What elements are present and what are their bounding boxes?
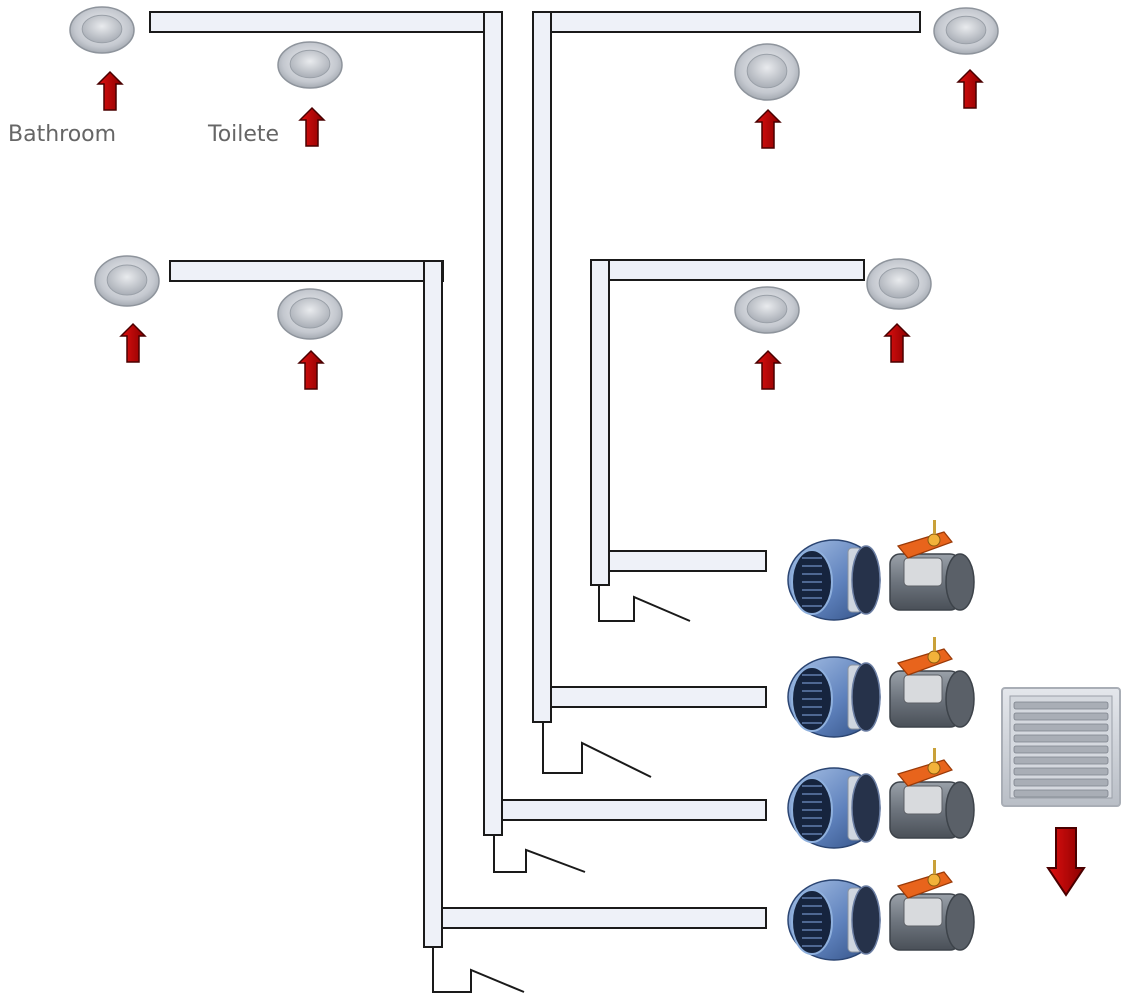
ceiling-vent-icon — [866, 258, 932, 310]
ceiling-vent-icon — [277, 288, 343, 340]
backdraft-flap-icon — [493, 835, 586, 873]
motorized-damper-icon — [889, 520, 975, 611]
up-arrow-icon — [754, 349, 782, 390]
airflow-arrows — [96, 68, 984, 390]
motorized-damper-icon — [889, 860, 975, 951]
up-arrow-icon — [96, 70, 124, 111]
ceiling-vents — [69, 6, 999, 340]
down-arrow-icon — [1046, 827, 1086, 897]
toilet-label: Toilete — [207, 122, 279, 147]
up-arrow-icon — [297, 349, 325, 390]
duct-b-horizontal — [550, 11, 921, 33]
backdraft-flaps — [432, 586, 691, 993]
inline-duct-fan-icon — [787, 656, 881, 738]
up-arrow-icon — [119, 322, 147, 363]
duct-d-outlet — [608, 550, 767, 572]
motorized-damper-icon — [889, 637, 975, 728]
ceiling-vent-icon — [94, 255, 160, 307]
duct-c-vertical — [423, 260, 443, 948]
duct-b-outlet — [550, 686, 767, 708]
duct-d-vertical — [590, 259, 610, 586]
ceiling-vent-icon — [69, 6, 135, 54]
bathroom-label: Bathroom — [8, 122, 116, 147]
up-arrow-icon — [956, 68, 984, 109]
exhaust-louver-icon — [1001, 687, 1121, 807]
duct-a-vertical — [483, 11, 503, 836]
duct-c-horizontal — [169, 260, 444, 282]
up-arrow-icon — [883, 322, 911, 363]
inline-duct-fan-icon — [787, 539, 881, 621]
up-arrow-icon — [298, 106, 326, 147]
inline-duct-fan-icon — [787, 767, 881, 849]
duct-a-horizontal — [149, 11, 503, 33]
ceiling-vent-icon — [734, 43, 800, 101]
motorized-damper-icon — [889, 748, 975, 839]
up-arrow-icon — [754, 108, 782, 149]
ceiling-vent-icon — [277, 41, 343, 89]
duct-a-outlet — [501, 799, 767, 821]
backdraft-flap-icon — [542, 722, 652, 778]
backdraft-flap-icon — [598, 586, 691, 622]
ceiling-vent-icon — [734, 286, 800, 334]
duct-d-horizontal — [608, 259, 865, 281]
duct-b-vertical — [532, 11, 552, 723]
fan-damper-units — [787, 520, 975, 961]
backdraft-flap-icon — [432, 947, 525, 993]
inline-duct-fan-icon — [787, 879, 881, 961]
ceiling-vent-icon — [933, 7, 999, 55]
duct-network — [149, 11, 921, 948]
duct-c-outlet — [441, 907, 767, 929]
